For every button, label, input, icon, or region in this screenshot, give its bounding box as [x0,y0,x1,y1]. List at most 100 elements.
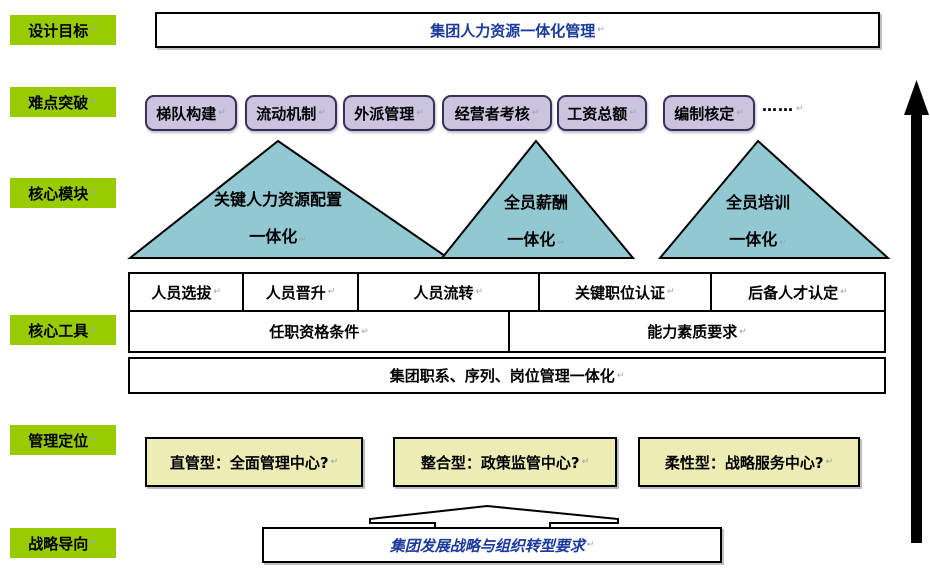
module-line2: 一体化 [507,230,556,249]
return-mark: ↵ [581,457,590,467]
pill-label: 流动机制 [256,104,317,123]
breakthrough-total-payroll: 工资总额↵ [557,95,647,131]
module-all-staff-compensation: 全员薪酬 一体化↵ [446,189,626,250]
upward-arrow [904,80,929,543]
return-mark: ↵ [840,287,848,297]
module-line1: 全员薪酬 [503,193,568,212]
side-label-core-tools: 核心工具↵ [10,315,116,345]
strategy-label: 集团发展战略与组织转型要求 [389,536,585,555]
module-line2-wrap: 一体化↵ [729,226,787,250]
pill-label: 编制核定 [674,104,735,123]
cell-label: 后备人才认定 [748,283,839,302]
return-mark: ↵ [218,108,226,118]
breakthrough-headcount-verification: 编制核定↵ [663,95,755,131]
design-goal-title: 集团人力资源一体化管理 [430,21,596,40]
return-mark: ↵ [361,326,369,337]
tools-cell-key-position-certification: 关键职位认证↵ [540,274,712,310]
tools-cell-job-family-integration: 集团职系、序列、岗位管理一体化↵ [128,357,886,394]
side-label-text: 管理定位 [28,431,89,450]
cell-label: 关键职位认证 [574,283,665,302]
module-key-hr-allocation: 关键人力资源配置 一体化↵ [168,186,388,247]
side-label-text: 核心模块 [28,184,89,203]
return-mark: ↵ [90,188,98,198]
side-label-management-positioning: 管理定位↵ [10,425,116,455]
side-label-text: 难点突破 [28,93,89,112]
return-mark: ↵ [213,287,221,297]
side-label-strategic-orientation: 战略导向↵ [10,528,116,558]
tools-cell-competency-requirements: 能力素质要求↵ [510,312,884,351]
return-mark: ↵ [327,287,336,297]
return-mark: ↵ [667,287,675,297]
return-mark: ↵ [779,238,787,248]
side-label-difficulty-breakthrough: 难点突破↵ [10,87,116,117]
breakthrough-manager-appraisal: 经营者考核↵ [442,95,552,131]
pill-label: 外派管理 [354,104,415,123]
side-label-core-modules: 核心模块↵ [10,178,116,208]
module-line1: 全员培训 [725,193,790,212]
return-mark: ↵ [90,435,98,445]
breakthrough-expatriate-management: 外派管理↵ [343,95,435,131]
positioning-direct-management: 直管型：全面管理中心?↵ [145,437,363,487]
positioning-label: 直管型：全面管理中心? [169,453,329,472]
return-mark: ↵ [629,108,637,118]
ellipsis-text: …… [762,97,794,115]
tools-cell-personnel-selection: 人员选拔↵ [130,274,245,310]
return-mark: ↵ [330,457,339,467]
side-label-text: 战略导向 [28,534,89,553]
side-label-text: 设计目标 [28,21,89,40]
side-label-design-goal: 设计目标↵ [10,15,116,45]
return-mark: ↵ [736,108,744,118]
return-mark: ↵ [616,370,625,381]
return-mark: ↵ [90,538,98,548]
module-line1: 关键人力资源配置 [213,190,342,209]
tools-cell-reserve-talent-identification: 后备人才认定↵ [712,274,884,310]
return-mark: ↵ [557,238,565,248]
module-line2: 一体化 [729,230,778,249]
module-triangle-2 [439,139,636,259]
tools-row-2: 任职资格条件↵ 能力素质要求↵ [130,312,884,351]
cell-label: 能力素质要求 [647,323,738,341]
cell-label: 任职资格条件 [269,323,360,341]
positioning-integrated: 整合型：政策监管中心?↵ [393,437,617,487]
module-triangle-3 [657,139,891,259]
cell-label: 集团职系、序列、岗位管理一体化 [389,367,615,385]
return-mark: ↵ [475,287,483,297]
pill-label: 梯队构建 [156,104,217,123]
tools-cell-personnel-promotion: 人员晋升↵ [244,274,359,310]
return-mark: ↵ [796,104,805,114]
pill-label: 工资总额 [567,104,628,123]
pill-label: 经营者考核 [454,104,530,123]
core-tools-table: 人员选拔↵ 人员晋升↵ 人员流转↵ 关键职位认证↵ 后备人才认定↵ 任职资格条件… [128,272,886,353]
module-line2-wrap: 一体化↵ [507,226,565,250]
return-mark: ↵ [416,108,424,118]
return-mark: ↵ [597,25,605,35]
positioning-label: 柔性型：战略服务中心? [664,453,824,472]
tools-row-1: 人员选拔↵ 人员晋升↵ 人员流转↵ 关键职位认证↵ 后备人才认定↵ [130,274,884,312]
module-triangle-1 [127,139,452,259]
cell-label: 人员晋升 [265,283,326,302]
module-line2-wrap: 一体化↵ [249,223,307,247]
return-mark: ↵ [586,540,595,550]
positioning-flexible: 柔性型：战略服务中心?↵ [638,437,860,487]
breakthrough-mobility-mechanism: 流动机制↵ [245,95,337,131]
strategy-requirement-box: 集团发展战略与组织转型要求↵ [262,527,722,563]
return-mark: ↵ [90,325,98,335]
positioning-label: 整合型：政策监管中心? [420,453,580,472]
breakthrough-echelon-building: 梯队构建↵ [145,95,237,131]
module-all-staff-training: 全员培训 一体化↵ [668,189,848,250]
module-line2: 一体化 [249,227,298,246]
return-mark: ↵ [90,25,98,35]
return-mark: ↵ [90,97,98,107]
cell-label: 人员选拔 [151,283,212,302]
return-mark: ↵ [318,108,326,118]
tools-cell-personnel-rotation: 人员流转↵ [359,274,540,310]
tools-cell-qualification-requirements: 任职资格条件↵ [130,312,511,351]
design-goal-box: 集团人力资源一体化管理↵ [155,12,880,48]
return-mark: ↵ [531,108,540,118]
cell-label: 人员流转 [413,283,474,302]
side-label-text: 核心工具 [28,321,89,340]
return-mark: ↵ [739,326,747,337]
return-mark: ↵ [299,235,307,245]
